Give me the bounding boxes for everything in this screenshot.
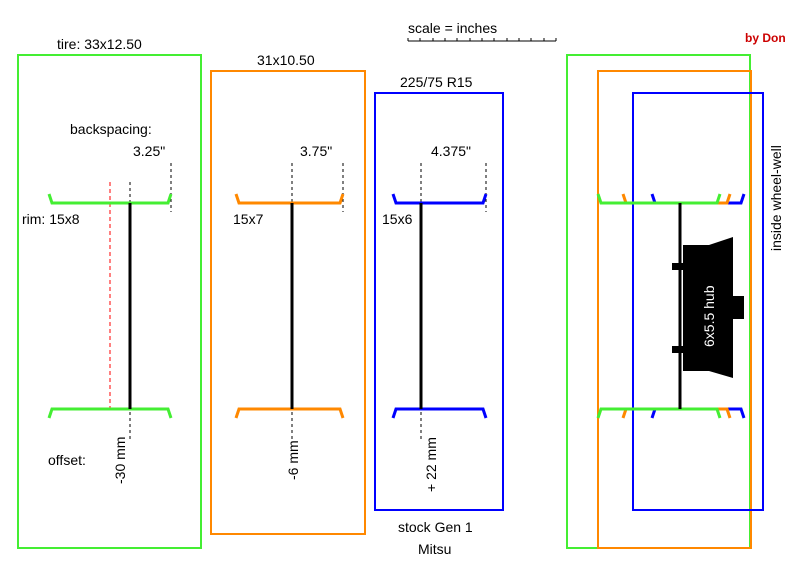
backspacing-value: 3.25" <box>133 143 165 159</box>
rim-profile <box>234 193 345 419</box>
rim-profile <box>391 193 488 419</box>
scale-bar <box>407 38 557 42</box>
tire-outline-orange <box>597 70 752 549</box>
tire-outline <box>374 92 504 511</box>
tire-size-label: tire: 33x12.50 <box>57 36 142 52</box>
tire-outline-blue <box>632 92 764 511</box>
offset-value: -6 mm <box>285 440 301 480</box>
overlay-comparison: 6x5.5 hub inside wheel-well <box>566 54 784 549</box>
offset-value: -30 mm <box>112 437 128 484</box>
backspacing-label: backspacing: <box>70 121 152 137</box>
tire-outline <box>210 70 366 535</box>
hub-shape <box>672 237 744 378</box>
wheel-well-label: inside wheel-well <box>768 145 784 251</box>
backspacing-value: 3.75" <box>300 143 332 159</box>
rim-profile <box>47 193 173 419</box>
offset-label: offset: <box>48 452 86 468</box>
scale-label: scale = inches <box>408 20 497 36</box>
wheel-33x12.50: tire: 33x12.50 backspacing: 3.25" rim: 1… <box>17 36 202 549</box>
rim-size-label: 15x6 <box>382 211 413 227</box>
tire-size-label: 225/75 R15 <box>400 74 473 90</box>
tire-outline <box>17 54 202 549</box>
backspacing-value: 4.375" <box>431 143 471 159</box>
rim-profiles <box>596 193 722 419</box>
caption-line-1: stock Gen 1 <box>398 519 473 535</box>
wheel-225-75-r15: 225/75 R15 4.375" 15x6 + 22 mm stock Gen… <box>374 74 504 557</box>
offset-value: + 22 mm <box>423 437 439 492</box>
rim-size-label: 15x7 <box>233 211 264 227</box>
hub-label: 6x5.5 hub <box>701 285 717 347</box>
tire-size-label: 31x10.50 <box>257 52 315 68</box>
rim-size-label: rim: 15x8 <box>22 211 80 227</box>
caption-line-2: Mitsu <box>418 541 451 557</box>
credit: by Don <box>745 31 786 45</box>
wheel-31x10.50: 31x10.50 3.75" 15x7 -6 mm <box>210 52 366 535</box>
